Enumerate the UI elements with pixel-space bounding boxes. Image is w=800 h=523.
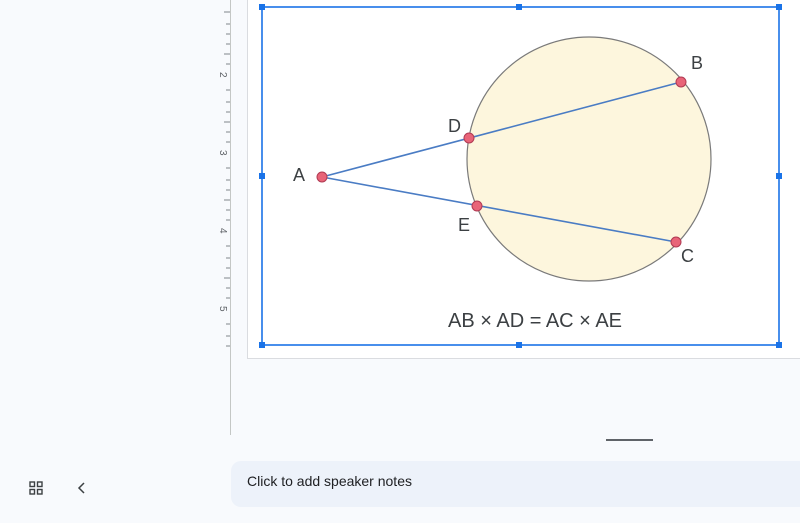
ruler-ticks: 2 3 4 5 — [217, 11, 230, 347]
ruler-mark-2: 2 — [217, 72, 228, 78]
equation-text: AB × AD = AC × AE — [448, 310, 622, 332]
collapse-panel-button[interactable] — [66, 472, 98, 504]
secant-AC — [321, 176, 677, 243]
circle — [466, 36, 712, 282]
notes-resize-handle[interactable] — [606, 439, 653, 441]
secant-AB — [321, 81, 682, 178]
ruler-mark-3: 3 — [217, 150, 228, 156]
label-B: B — [691, 53, 704, 73]
grid-view-icon — [29, 481, 43, 495]
vertical-ruler: 2 3 4 5 — [212, 0, 231, 435]
point-E — [471, 200, 483, 212]
label-D: D — [448, 116, 461, 136]
point-D — [463, 132, 475, 144]
selection-handles[interactable] — [259, 4, 782, 348]
label-E: E — [458, 215, 471, 235]
grid-view-button[interactable] — [20, 472, 52, 504]
geometry-figure[interactable] — [248, 0, 800, 358]
speaker-notes-placeholder: Click to add speaker notes — [247, 473, 412, 489]
chevron-left-icon — [77, 482, 85, 494]
speaker-notes[interactable]: Click to add speaker notes — [231, 461, 800, 507]
ruler-mark-5: 5 — [217, 306, 228, 312]
point-C — [670, 236, 682, 248]
filmstrip-panel — [0, 0, 231, 523]
point-B — [675, 76, 687, 88]
label-A: A — [293, 165, 306, 185]
point-A — [316, 171, 328, 183]
ruler-mark-4: 4 — [217, 228, 228, 234]
label-C: C — [681, 246, 694, 266]
